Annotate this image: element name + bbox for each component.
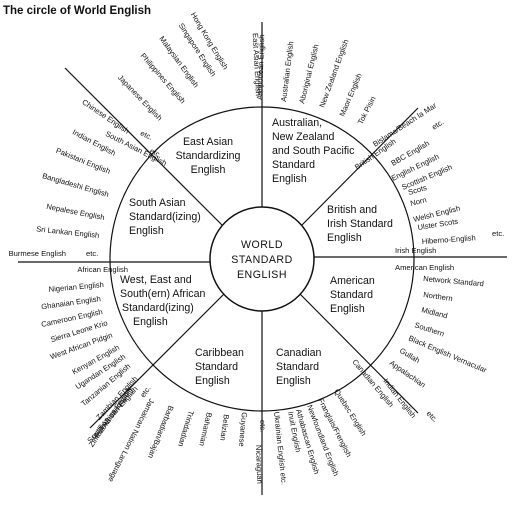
variety-label: African English [77,265,128,274]
region-label-line: Standard(izing) [122,302,194,314]
center-label-line: ENGLISH [237,269,287,281]
region-label-line: Standard [272,159,315,171]
divider-line [89,292,226,429]
region-label-line: Standard [330,289,373,301]
region-label-line: Irish Standard [327,218,393,230]
region-label-line: English [327,232,362,244]
region-american: American Standard English [330,275,375,315]
variety-label: Hiberno-English [422,233,477,246]
region-label-line: Canadian [276,347,321,359]
region-label-line: New Zealand [272,131,335,143]
variety-label: Northern [423,290,454,303]
region-label-line: and South Pacific [272,145,355,157]
sector-dividers [18,22,507,495]
variety-label: Burmese English [9,249,66,258]
region-label-line: English [129,225,164,237]
variety-label: Antipodean English [255,34,266,100]
region-label-line: English [276,375,311,387]
region-label-line: English [330,303,365,315]
region-label-line: Standardizing [176,150,241,162]
region-label-line: English [133,316,168,328]
center-label-line: WORLD [241,239,283,251]
region-label-line: American [330,275,375,287]
variety-label: Nicaraguan [254,445,264,484]
region-label-line: Standard(izing) [129,211,201,223]
divider-line [298,292,419,414]
middle-ring [109,106,415,412]
center-label: WORLD STANDARD ENGLISH [231,239,292,281]
region-label-line: West, East and [120,274,192,286]
region-australian: Australian, New Zealand and South Pacifi… [272,117,355,185]
region-label-line: English [272,173,307,185]
region-south-asian: South Asian Standard(izing) English [129,197,201,237]
variety-label: American English [395,263,454,272]
region-label-line: East Asian [183,136,233,148]
variety-label: Guyanese [237,412,249,447]
region-label-line: Caribbean [195,347,244,359]
variety-label: etc. [258,420,267,433]
diagram-title: The circle of World English [3,5,151,17]
variety-label: etc. [492,229,504,238]
center-circle [209,206,315,312]
region-label-line: South Asian [129,197,186,209]
divider-line [64,67,226,229]
region-label-line: English [195,375,230,387]
region-label-line: South(ern) African [120,288,205,300]
region-british: British and Irish Standard English [327,204,393,244]
center-label-line: STANDARD [231,254,292,266]
region-label-line: British and [327,204,377,216]
variety-label: etc. [86,249,98,258]
variety-label: Irish English [395,246,436,255]
variety-label: Belizian [218,414,231,442]
region-east-asian: East Asian Standardizing English [176,136,241,176]
divider-line [298,107,419,229]
region-canadian: Canadian Standard English [276,347,321,387]
region-label-line: Standard [276,361,319,373]
region-label-line: English [191,164,226,176]
region-label-line: Standard [195,361,238,373]
region-african: West, East and South(ern) African Standa… [120,274,205,328]
variety-label: East Asian English [251,33,263,96]
variety-label: Norn [409,195,427,208]
region-caribbean: Caribbean Standard English [195,347,244,387]
region-label-line: Australian, [272,117,322,129]
